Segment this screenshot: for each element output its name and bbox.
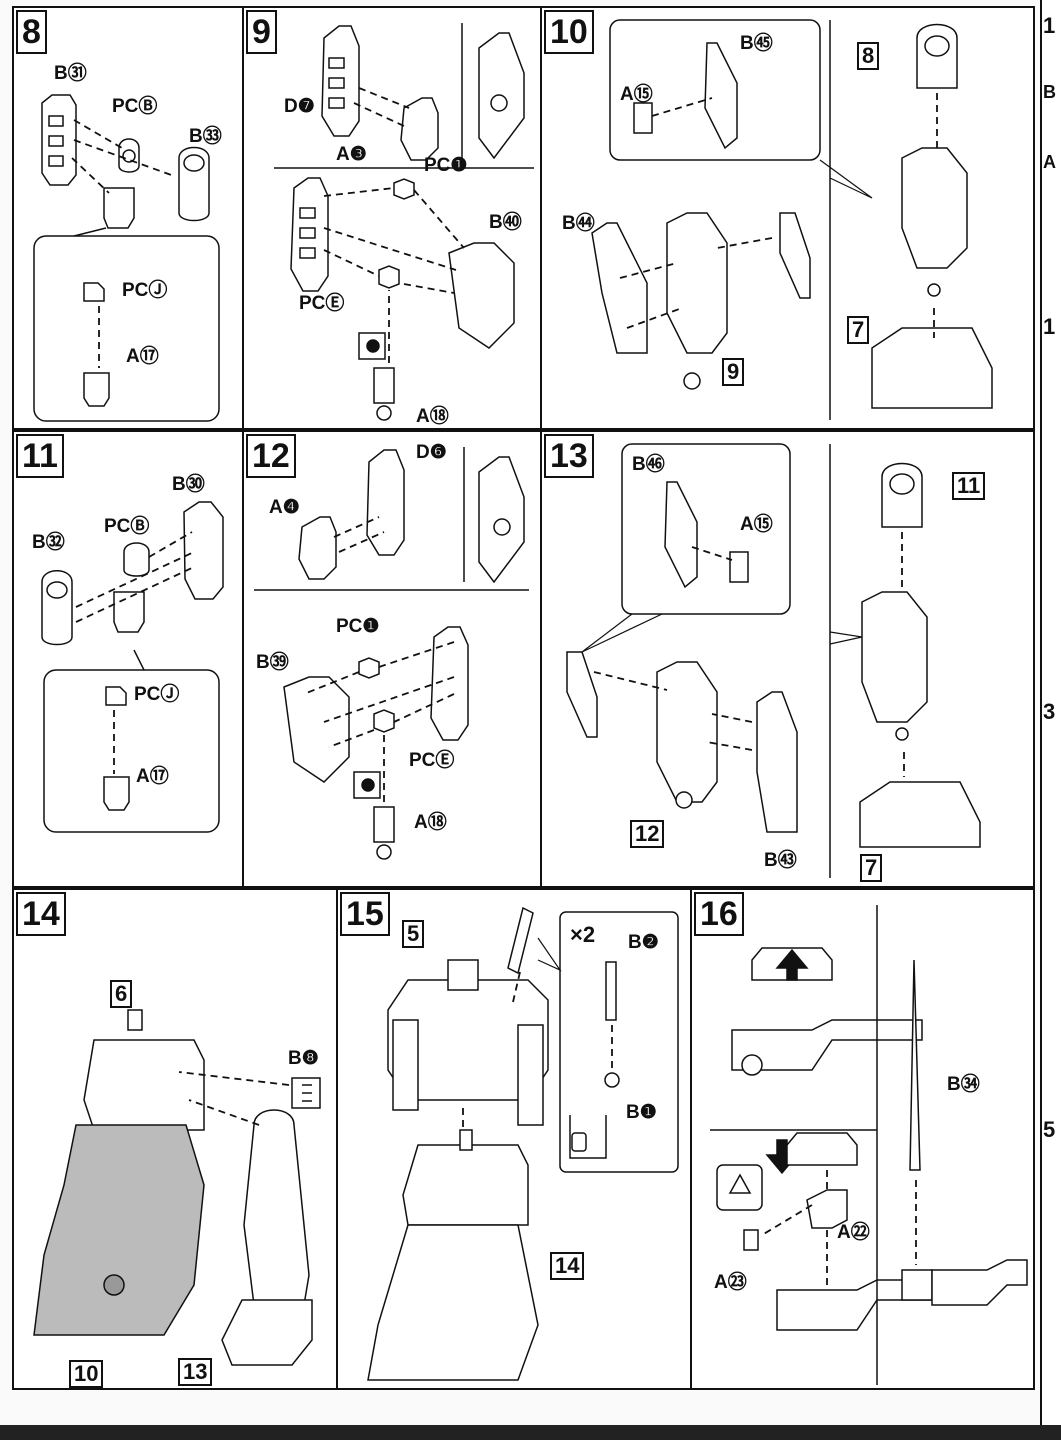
step-ref: 7 <box>860 854 883 882</box>
side-label: 3 <box>1043 699 1056 724</box>
step-11-diagram <box>41 501 224 833</box>
step-number: 12 <box>246 434 296 478</box>
step-13-panel: 13 <box>540 430 1035 888</box>
step-8-panel: 8 B㉛ PCⒷ B㉝ <box>12 6 244 430</box>
step-11-panel: 11 B㉚ PCⒷ B㉜ PCⒿ A⑰ <box>12 430 244 888</box>
step-16-panel: 16 <box>690 888 1035 1390</box>
step-ref: 5 <box>402 920 425 948</box>
label: B㉛ <box>54 63 87 84</box>
step-ref: 6 <box>110 980 133 1008</box>
bottom-edge <box>0 1425 1061 1440</box>
step-14-panel: 14 B❽ 6 10 13 <box>12 888 338 1390</box>
step-15-panel: 15 <box>336 888 692 1390</box>
step-13-diagram <box>566 443 981 878</box>
step-8-diagram <box>33 94 220 422</box>
step-number: 10 <box>544 10 594 54</box>
step-10-panel: 10 <box>540 6 1035 430</box>
side-label: A <box>1043 152 1056 172</box>
step-number: 9 <box>246 10 277 54</box>
step-number: 15 <box>340 892 390 936</box>
label: D❻ <box>416 442 447 463</box>
label: ×2 <box>570 922 596 947</box>
label: A⑰ <box>126 346 159 367</box>
label: B❽ <box>288 1048 319 1069</box>
step-number: 11 <box>16 434 64 478</box>
side-label: 5 <box>1043 1117 1056 1142</box>
step-number: 8 <box>16 10 47 54</box>
step-9-diagram <box>274 23 534 421</box>
step-9-panel: 9 <box>242 6 542 430</box>
step-number: 16 <box>694 892 744 936</box>
label: B㉚ <box>172 474 205 495</box>
label: B❶ <box>626 1102 657 1123</box>
step-ref: 8 <box>857 42 880 70</box>
label: B㊵ <box>489 212 522 233</box>
step-number: 14 <box>16 892 66 936</box>
label: B❷ <box>628 932 659 953</box>
label: PC❶ <box>424 155 468 176</box>
label: A⑮ <box>740 514 773 535</box>
side-label: 1 <box>1043 13 1056 38</box>
label: A⑮ <box>620 84 653 105</box>
label: PCⒺ <box>409 750 455 771</box>
label: B㉞ <box>947 1074 980 1095</box>
step-ref: 12 <box>630 820 665 848</box>
label: PCⒷ <box>112 96 158 117</box>
label: PCⒿ <box>134 684 180 705</box>
label: A❹ <box>269 497 300 518</box>
step-10-diagram <box>591 19 993 420</box>
label: PCⒺ <box>299 293 345 314</box>
label: B㊺ <box>740 33 773 54</box>
label: B㊸ <box>764 850 797 871</box>
step-ref: 7 <box>847 316 870 344</box>
label: PC❶ <box>336 616 380 637</box>
side-label: 1 <box>1043 314 1056 339</box>
step-ref: 13 <box>178 1358 213 1386</box>
side-label: B <box>1043 82 1056 102</box>
label: B㊹ <box>562 213 595 234</box>
step-15-diagram <box>367 906 679 1381</box>
label: PCⒿ <box>122 280 168 301</box>
adjacent-page-edge <box>1040 0 1061 1440</box>
step-ref: 11 <box>952 472 986 500</box>
label: A❸ <box>336 144 367 165</box>
label: B㉜ <box>32 532 65 553</box>
label: D❼ <box>284 96 315 117</box>
label: B㉝ <box>189 126 222 147</box>
step-number: 13 <box>544 434 594 478</box>
label: A⑱ <box>416 406 449 427</box>
step-12-panel: 12 <box>242 430 542 888</box>
step-ref: 10 <box>69 1360 104 1388</box>
label: B㊴ <box>256 652 289 673</box>
label: B㊻ <box>632 454 665 475</box>
label: A⑰ <box>136 766 169 787</box>
step-ref: 9 <box>722 358 745 386</box>
label: PCⒷ <box>104 516 150 537</box>
label: A㉓ <box>714 1272 747 1293</box>
step-ref: 14 <box>550 1252 585 1280</box>
label: A⑱ <box>414 812 447 833</box>
step-14-diagram <box>33 1009 321 1366</box>
step-16-diagram <box>710 905 1028 1385</box>
label: A㉒ <box>837 1222 870 1243</box>
step-12-diagram <box>254 447 529 860</box>
